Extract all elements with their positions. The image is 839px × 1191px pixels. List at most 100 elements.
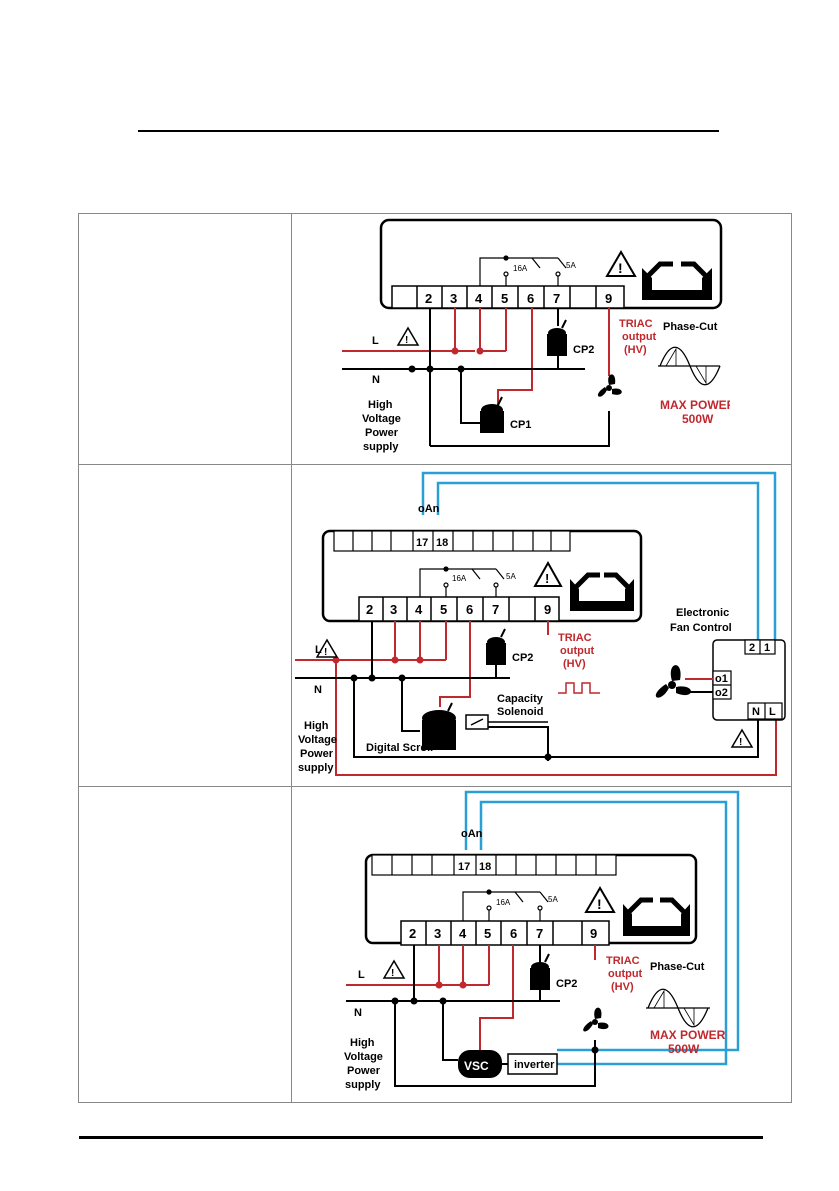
max-power-label: MAX POWER (660, 398, 730, 412)
warning-icon: ! (396, 326, 420, 346)
brand-logo-icon (623, 897, 690, 936)
table-column-divider (291, 214, 292, 1102)
compressor-cp2-icon (486, 628, 506, 665)
terminal-label: 2 (366, 602, 373, 617)
relay-rating-16a: 16A (496, 898, 511, 907)
triac-label: TRIAC (558, 632, 592, 644)
triac-label: output (608, 968, 643, 980)
phase-cut-label: Phase-Cut (663, 321, 718, 333)
solenoid-icon (465, 714, 489, 730)
supply-label: Voltage (298, 734, 337, 746)
cp2-label: CP2 (512, 652, 533, 664)
neutral-label: N (372, 374, 380, 386)
terminal-label: 3 (390, 602, 397, 617)
svg-text:!: ! (391, 968, 394, 979)
phase-cut-waveform-icon (646, 988, 710, 1028)
max-power-value: 500W (668, 1042, 700, 1056)
fan-icon (583, 1007, 609, 1032)
wiring-table (78, 213, 792, 1103)
terminal-label: 2 (409, 926, 416, 941)
efc-title: Electronic (676, 607, 729, 619)
cp2-label: CP2 (573, 344, 594, 356)
terminal-label: 7 (492, 602, 499, 617)
neutral-label: N (354, 1007, 362, 1019)
triac-label: (HV) (563, 658, 586, 670)
terminal-label: 6 (510, 926, 517, 941)
supply-label: Voltage (362, 413, 401, 425)
terminal-label: 4 (459, 926, 467, 941)
pulse-waveform-icon (558, 682, 600, 694)
capacity-label: Capacity (497, 693, 544, 705)
brand-logo-icon (642, 261, 712, 300)
solenoid-label: Solenoid (497, 706, 543, 718)
terminal-label: 9 (605, 291, 612, 306)
terminal-label: 5 (440, 602, 447, 617)
terminal-strip (358, 596, 560, 622)
terminal-label: 6 (527, 291, 534, 306)
svg-text:!: ! (739, 737, 742, 748)
supply-label: supply (363, 441, 399, 453)
fan-icon (655, 665, 691, 698)
compressor-cp2-icon (547, 319, 567, 356)
svg-text:!: ! (405, 335, 408, 346)
phase-cut-label: Phase-Cut (650, 961, 705, 973)
terminal-label: 17 (458, 861, 470, 873)
max-power-label: MAX POWER (650, 1028, 726, 1042)
terminal-label: 5 (501, 291, 508, 306)
terminal-label: 4 (415, 602, 423, 617)
supply-label: Voltage (344, 1051, 383, 1063)
supply-label: Power (347, 1065, 381, 1077)
max-power-value: 500W (682, 412, 714, 426)
inverter-label: inverter (514, 1059, 555, 1071)
terminal-label: 7 (536, 926, 543, 941)
relay-contacts (419, 566, 505, 597)
efc-terminal-label: 2 (749, 642, 755, 654)
supply-label: High (350, 1037, 375, 1049)
terminal-label: 2 (425, 291, 432, 306)
terminal-label: 6 (466, 602, 473, 617)
efc-terminal-label: 1 (764, 642, 770, 654)
supply-label: High (304, 720, 329, 732)
warning-icon: ! (605, 250, 637, 277)
inverter-box (507, 1053, 558, 1075)
terminal-strip (391, 285, 625, 309)
triac-label: output (560, 645, 595, 657)
triac-label: TRIAC (606, 955, 640, 967)
triac-label: output (622, 331, 657, 343)
supply-label: supply (345, 1079, 381, 1091)
terminal-label: 18 (436, 537, 448, 549)
digital-scroll-label: Digital Scroll (366, 742, 433, 754)
efc-title: Fan Control (670, 622, 732, 634)
svg-text:!: ! (618, 260, 623, 276)
line-label: L (315, 644, 322, 656)
compressor-cp1-icon (480, 396, 504, 433)
vsc-label: VSC (464, 1059, 489, 1073)
cp2-label: CP2 (556, 978, 577, 990)
terminal-strip (400, 920, 610, 946)
oan-label: oAn (461, 828, 483, 840)
supply-label: High (368, 399, 393, 411)
compressor-cp2-icon (530, 953, 550, 990)
warning-icon: ! (584, 886, 616, 913)
top-terminal-strip (371, 854, 617, 876)
wiring-diagram-inverter: oAn 17 18 2 3 4 5 6 7 9 16A 5A ! (344, 790, 740, 1091)
oan-label: oAn (418, 503, 440, 515)
terminal-label: 9 (590, 926, 597, 941)
brand-logo-icon (570, 572, 634, 611)
efc-output-label: o1 (715, 673, 728, 685)
triac-label: (HV) (611, 981, 634, 993)
terminal-label: 4 (475, 291, 483, 306)
relay-rating-5a: 5A (566, 261, 576, 270)
warning-icon: ! (533, 560, 563, 587)
terminal-label: 9 (544, 602, 551, 617)
relay-contacts (462, 889, 549, 921)
terminal-label: 7 (553, 291, 560, 306)
efc-terminal-label: L (769, 706, 776, 718)
terminal-label: 5 (484, 926, 491, 941)
triac-label: (HV) (624, 344, 647, 356)
header-rule (138, 130, 719, 132)
terminal-label: 3 (450, 291, 457, 306)
supply-label: Power (300, 748, 334, 760)
terminal-label: 3 (434, 926, 441, 941)
top-terminal-strip (333, 530, 571, 552)
